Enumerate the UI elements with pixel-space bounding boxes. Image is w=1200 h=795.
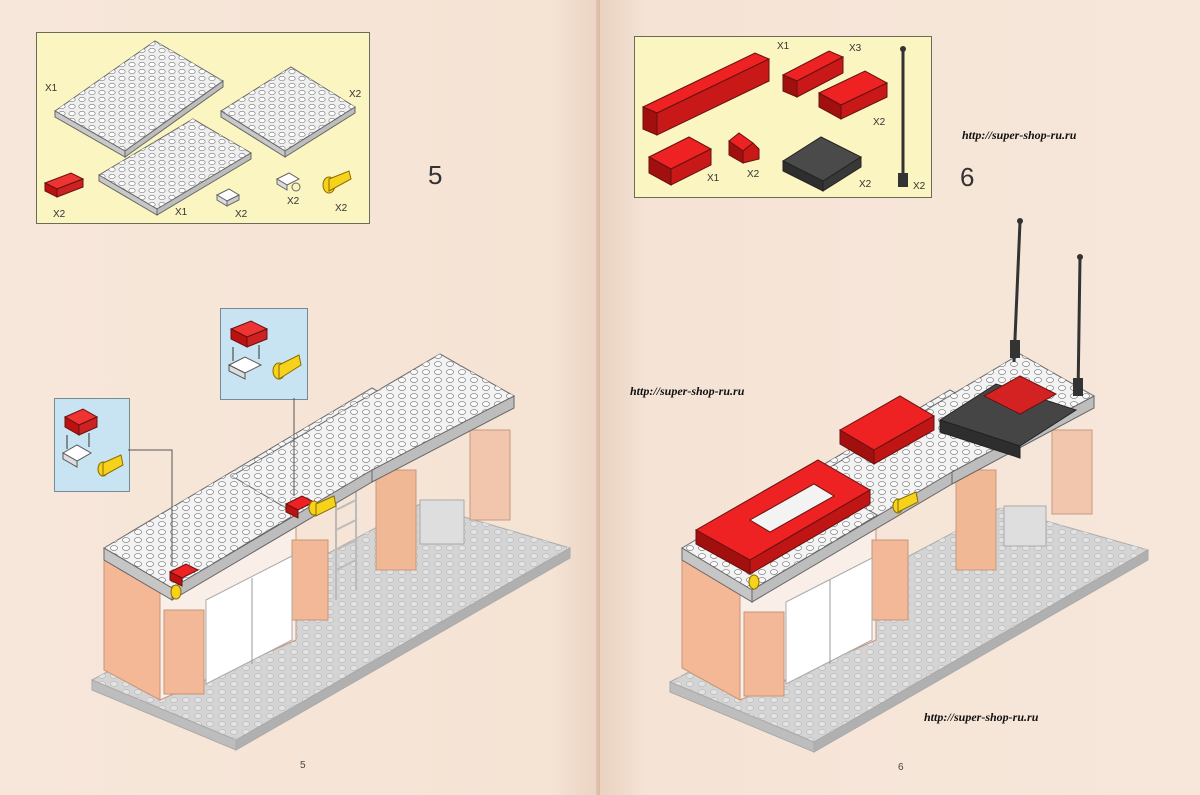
model-step-6 [668,218,1150,753]
qty-red-brick: X2 [53,209,66,220]
qty-grey-plate-3: X1 [175,207,188,218]
parts-illustration-step-6 [641,46,908,192]
parts-illustration-step-5 [43,40,356,216]
qty-antenna: X2 [913,181,926,192]
page-number-5: 5 [300,760,306,771]
callout-top [220,308,308,400]
page-number-6: 6 [898,762,904,773]
yellow-horn [322,170,352,194]
step-number-5: 5 [428,160,443,190]
url-middle: http://super-shop-ru.ru [630,384,745,398]
qty-red-2x3: X1 [707,173,720,184]
qty-white-clip: X2 [287,196,300,207]
qty-white-tile: X2 [235,209,248,220]
qty-yellow-horn: X2 [335,203,348,214]
left-page: X1 X2 X1 X2 X2 X2 X2 5 [0,0,600,795]
callout-top-drawing [227,320,302,380]
step-number-6: 6 [960,162,975,192]
qty-dark-slope: X2 [859,179,872,190]
url-bottom: http://super-shop-ru.ru [924,710,1039,724]
model-step-5 [90,353,572,751]
qty-red-1x4: X3 [849,43,862,54]
qty-red-slope-1x1: X2 [747,169,760,180]
qty-red-1x8: X1 [777,41,790,52]
url-top: http://super-shop-ru.ru [962,128,1077,142]
right-page: X1 X3 X2 X1 X2 X2 X2 http://super-shop-r… [600,0,1200,795]
qty-grey-plate-1: X1 [45,83,58,94]
parts-box-step-5: X1 X2 X1 X2 X2 X2 X2 [36,32,370,224]
callout-left-drawing [61,408,124,477]
callout-left [54,398,130,492]
qty-red-slope: X2 [873,117,886,128]
parts-box-step-6: X1 X3 X2 X1 X2 X2 X2 [634,36,932,198]
qty-grey-plate-2: X2 [349,89,362,100]
